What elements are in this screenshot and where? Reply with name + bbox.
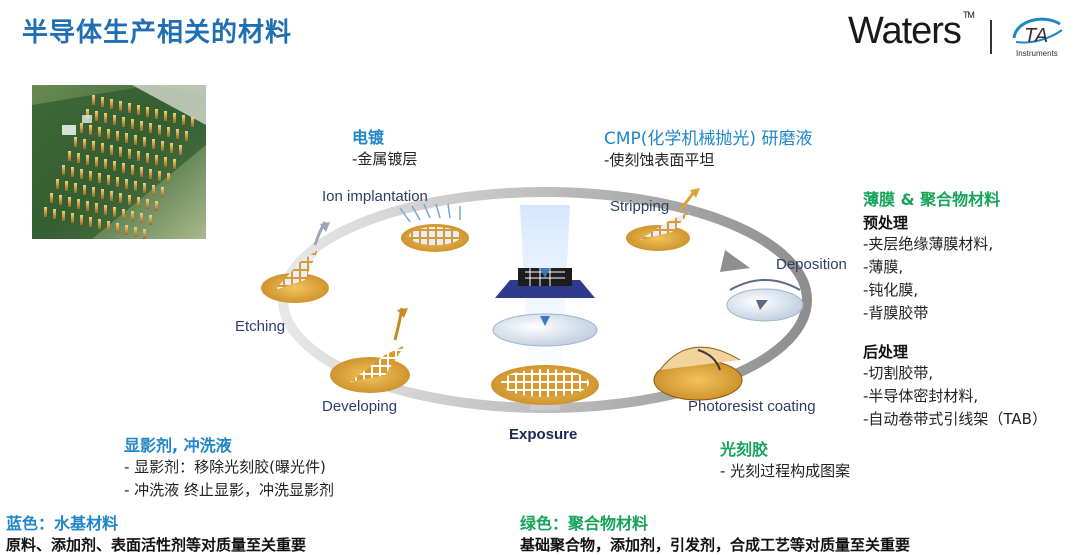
ion-implantation-wafer [399,203,469,252]
electroplating-block: 电镀 -金属镀层 [352,124,417,171]
cmp-line: -使刻蚀表面平坦 [604,151,715,169]
process-cycle-diagram [261,187,812,413]
step-deposition: Deposition [776,256,847,273]
step-developing: Developing [322,398,398,415]
legend-blue-text: 原料、添加剂、表面活性剂等对质量至关重要 [6,536,307,554]
pre-item: -钝化膜, [863,281,919,299]
stripping-wafer [626,188,700,251]
waters-logo-text: Waters [848,10,962,52]
post-item: -半导体密封材料, [863,387,979,405]
film-polymer-block: 薄膜 & 聚合物材料 预处理 -夹层绝缘薄膜材料, -薄膜, -钝化膜, -背膜… [863,186,1047,431]
photoresist-line: - 光刻过程构成图案 [720,462,851,480]
ta-instruments-logo: TA Instruments [1006,12,1070,58]
post-item: -切割胶带, [863,364,934,382]
electroplating-title: 电镀 [352,128,385,147]
photoresist-block: 光刻胶 - 光刻过程构成图案 [720,436,850,483]
developer-title: 显影剂, 冲洗液 [124,436,232,455]
cmp-title: CMP(化学机械抛光) 研磨液 [604,129,813,149]
film-title: 薄膜 & 聚合物材料 [863,190,1001,209]
exposure-apparatus [491,205,599,410]
pre-process-title: 预处理 [863,214,909,232]
step-etching: Etching [235,318,286,335]
pre-item: -背膜胶带 [863,304,929,322]
ta-mark: TA [1024,25,1048,47]
step-stripping: Stripping [610,198,670,215]
step-exposure: Exposure [509,426,578,443]
post-item: -自动卷带式引线架（TAB） [863,410,1047,428]
etching-wafer [261,221,330,303]
ring-arrow [720,250,750,272]
step-ion-implantation: Ion implantation [322,188,428,205]
photoresist-coating-wafer [653,346,743,401]
developer-line: - 显影剂：移除光刻胶(曝光件) [124,458,326,476]
electroplating-line: -金属镀层 [352,150,418,168]
developing-wafer [330,307,410,393]
rinse-line: - 冲洗液 终止显影，冲洗显影剂 [124,481,334,499]
developer-block: 显影剂, 冲洗液 - 显影剂：移除光刻胶(曝光件) - 冲洗液 终止显影，冲洗显… [124,432,334,502]
ta-sub: Instruments [1016,49,1058,58]
photoresist-title: 光刻胶 [720,440,769,459]
step-photoresist-coating: Photoresist coating [688,398,816,415]
cmp-block: CMP(化学机械抛光) 研磨液 -使刻蚀表面平坦 [604,124,812,172]
pre-item: -夹层绝缘薄膜材料, [863,235,994,253]
legend-blue-title: 蓝色：水基材料 [6,514,119,533]
chip-photo [32,85,206,239]
logo-divider [990,20,992,54]
page-title: 半导体生产相关的材料 [22,18,293,48]
post-process-title: 后处理 [863,343,909,361]
deposition-wafer [726,279,804,322]
legend-blue: 蓝色：水基材料 原料、添加剂、表面活性剂等对质量至关重要 [6,510,306,555]
waters-logo-tm: TM [962,10,975,20]
legend-green-title: 绿色：聚合物材料 [520,514,649,533]
legend-green: 绿色：聚合物材料 基础聚合物，添加剂，引发剂，合成工艺等对质量至关重要 [520,510,910,555]
legend-green-text: 基础聚合物，添加剂，引发剂，合成工艺等对质量至关重要 [520,536,911,554]
pre-item: -薄膜, [863,258,904,276]
